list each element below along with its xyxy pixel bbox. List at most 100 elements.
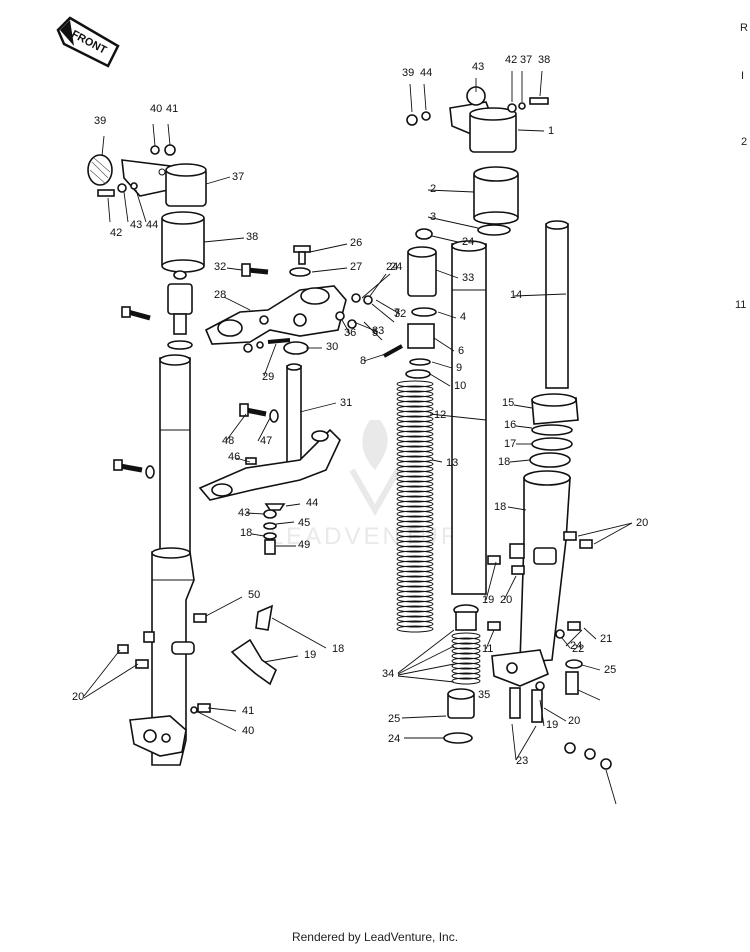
callout-label: 19 [482,594,494,606]
watermark: LEADVENTURE [270,420,477,550]
callout-label: 40 [242,725,254,737]
leader-line [299,402,337,413]
leader-line [311,267,348,273]
front-direction-arrow: FRONT [56,16,120,68]
leader-line [577,522,633,537]
leader-line [507,506,527,511]
leader-line [401,715,447,719]
callout-label: 32 [214,261,226,273]
leader-line [429,373,451,387]
callout-label: 10 [454,380,466,392]
callout-label: 7 [394,307,400,319]
callout-label: 30 [326,341,338,353]
leader-line [83,649,121,697]
steering-stem-assembly [198,245,373,686]
callout-label: 37 [232,171,244,183]
edge-text-2: 2 [741,136,748,148]
right-fork-lower-assembly [487,220,612,770]
leader-line [561,637,571,649]
callout-label: 24 [386,261,398,273]
leader-line [397,675,455,683]
callout-label: 15 [502,397,514,409]
callout-label: 41 [166,103,178,115]
callout-label: 22 [572,643,584,655]
leader-line [509,459,531,463]
inner-fork-tube-right-9 [451,243,487,595]
headlight-bracket-left [121,159,171,197]
callout-label: 12 [434,409,446,421]
callout-label: 11 [482,643,493,655]
callout-label: 18 [494,501,506,513]
fork-spring-10 [396,382,434,636]
leader-line [513,293,567,297]
leader-line [369,273,387,297]
leader-line [205,176,231,185]
callout-label: 40 [150,103,162,115]
leader-line [515,725,537,761]
callout-label: 13 [446,457,458,469]
leader-line [167,123,171,146]
callout-label: 33 [462,272,474,284]
steering-stem-29 [286,365,302,467]
callout-label: 9 [456,362,462,374]
callout-label: 19 [304,649,316,661]
edge-text-3: 11 [735,299,747,311]
callout-label: 47 [260,435,272,447]
leader-line [565,629,583,647]
callout-label: 20 [72,691,84,703]
callout-label: 46 [228,451,240,463]
leader-line [275,521,295,525]
leader-line [397,663,455,676]
leader-line [271,617,327,649]
inner-fork-tube-left [159,357,191,559]
callout-label: 23 [516,755,528,767]
leader-line [225,413,247,442]
leader-line [263,343,277,377]
leader-line [361,273,391,299]
callout-label: 4 [460,311,466,323]
callout-label: 18 [498,456,510,468]
callout-label: 35 [478,689,490,701]
leader-lines [83,70,633,805]
leader-line [152,123,156,147]
callout-label: 44 [306,497,318,509]
leader-line [577,689,601,701]
callout-label: 37 [520,54,532,66]
callout-label: 20 [568,715,580,727]
axle-holder-left [129,715,187,757]
callout-label: 38 [246,231,258,243]
leader-line [431,235,459,243]
leader-line [517,129,545,132]
leader-line [581,664,601,671]
callout-label: 3 [430,211,436,223]
lower-fork-bracket [198,428,341,501]
leader-line [433,337,455,352]
leader-line [223,296,251,311]
callout-label: 18 [332,643,344,655]
callout-label: 6 [458,345,464,357]
leader-line [543,707,567,722]
leader-line [197,711,237,732]
callout-label: 25 [604,664,616,676]
leader-line [207,707,237,712]
leader-line [101,135,105,157]
leader-line [515,425,533,429]
callout-label: 18 [240,527,252,539]
callout-label: 32 [394,308,406,320]
leader-line [593,522,633,545]
axle-holder-right [491,649,549,687]
leader-line [107,197,111,223]
leader-line [205,596,243,617]
callout-label: 50 [248,589,260,601]
callout-label: 43 [472,61,484,73]
leader-line [427,216,479,229]
leader-line [431,361,453,369]
leader-line [309,243,348,253]
leader-line [423,83,427,111]
leader-line [203,237,245,243]
callout-label: 2 [430,183,436,195]
leader-line [251,533,265,537]
leader-line [511,723,517,761]
leader-line [429,413,487,421]
